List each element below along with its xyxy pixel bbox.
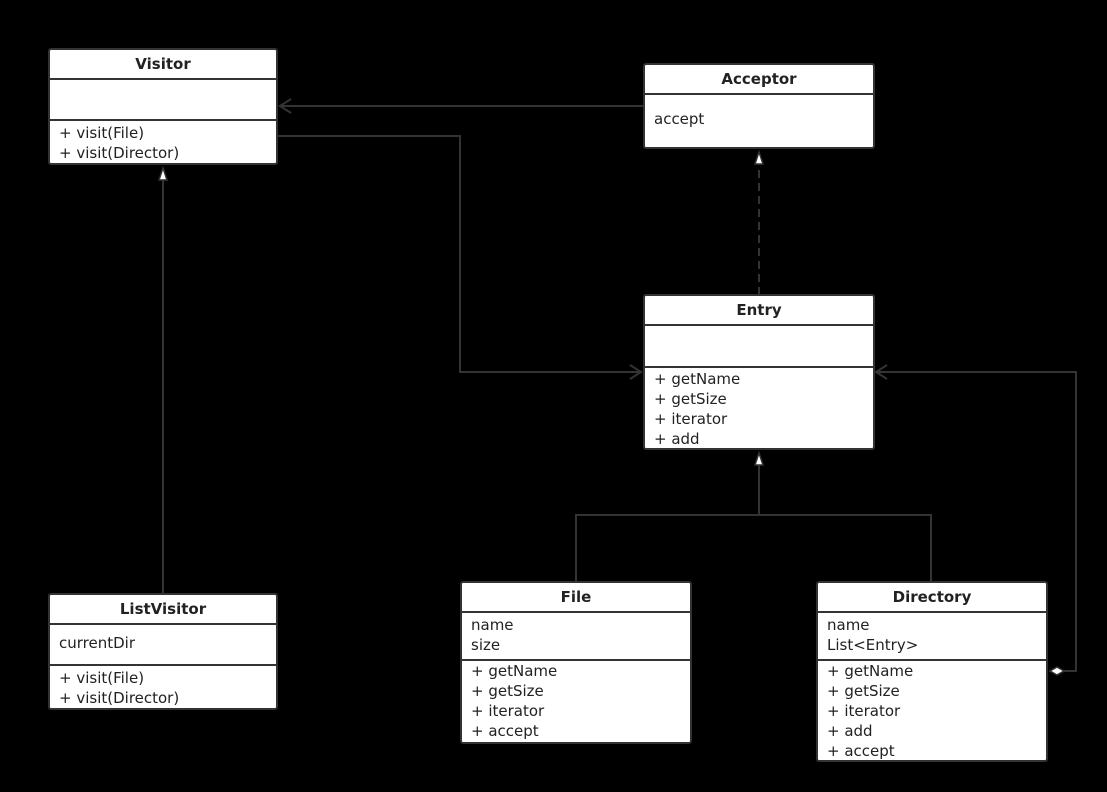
file-methods: + getName + getSize + iterator + accept [462, 661, 690, 741]
edge-entry-acceptor [753, 149, 765, 295]
directory-attribute: List<Entry> [827, 636, 919, 654]
acceptor-attributes: accept [645, 95, 873, 129]
directory-method: + iterator [827, 702, 901, 720]
visitor-class-name: Visitor [50, 50, 276, 80]
directory-method: + accept [827, 742, 895, 760]
entry-method: + getName [654, 370, 741, 388]
edge-acceptor-visitor [278, 98, 644, 114]
entry-methods: + getName + getSize + iterator + add [645, 368, 873, 449]
entry-method: + add [654, 430, 700, 448]
directory-method: + add [827, 722, 873, 740]
visitor-methods: + visit(File) + visit(Director) [50, 121, 276, 163]
listvisitor-class-name: ListVisitor [50, 595, 276, 625]
acceptor-class-name: Acceptor [645, 65, 873, 95]
visitor-method: + visit(File) [59, 124, 145, 142]
acceptor-class[interactable]: Acceptor accept [643, 63, 875, 149]
directory-methods: + getName + getSize + iterator + add + a… [818, 661, 1046, 761]
directory-class[interactable]: Directory name List<Entry> + getName + g… [816, 581, 1048, 762]
edge-visitor-entry [278, 135, 643, 380]
edge-listvisitor-visitor [157, 165, 169, 593]
directory-attribute: name [827, 616, 870, 634]
edge-file-directory-entry [575, 450, 932, 583]
file-method: + iterator [471, 702, 545, 720]
file-attribute: size [471, 636, 501, 654]
directory-class-name: Directory [818, 583, 1046, 613]
listvisitor-attributes: currentDir [50, 625, 276, 666]
listvisitor-method: + visit(Director) [59, 689, 180, 707]
entry-method: + getSize [654, 390, 727, 408]
file-class[interactable]: File name size + getName + getSize + ite… [460, 581, 692, 744]
visitor-attributes [50, 80, 276, 121]
directory-method: + getName [827, 662, 914, 680]
directory-method: + getSize [827, 682, 900, 700]
file-method: + accept [471, 722, 539, 740]
file-attribute: name [471, 616, 514, 634]
entry-class-name: Entry [645, 296, 873, 326]
entry-class[interactable]: Entry + getName + getSize + iterator + a… [643, 294, 875, 450]
listvisitor-method: + visit(File) [59, 669, 145, 687]
entry-method: + iterator [654, 410, 728, 428]
file-attributes: name size [462, 613, 690, 661]
file-class-name: File [462, 583, 690, 613]
visitor-class[interactable]: Visitor + visit(File) + visit(Director) [48, 48, 278, 165]
directory-attributes: name List<Entry> [818, 613, 1046, 661]
edge-directory-entry-aggregation [874, 364, 1077, 676]
file-method: + getName [471, 662, 558, 680]
listvisitor-methods: + visit(File) + visit(Director) [50, 666, 276, 708]
listvisitor-attribute: currentDir [59, 634, 135, 652]
acceptor-attribute: accept [654, 110, 705, 128]
visitor-method: + visit(Director) [59, 144, 180, 162]
entry-attributes [645, 326, 873, 368]
listvisitor-class[interactable]: ListVisitor currentDir + visit(File) + v… [48, 593, 278, 710]
file-method: + getSize [471, 682, 544, 700]
